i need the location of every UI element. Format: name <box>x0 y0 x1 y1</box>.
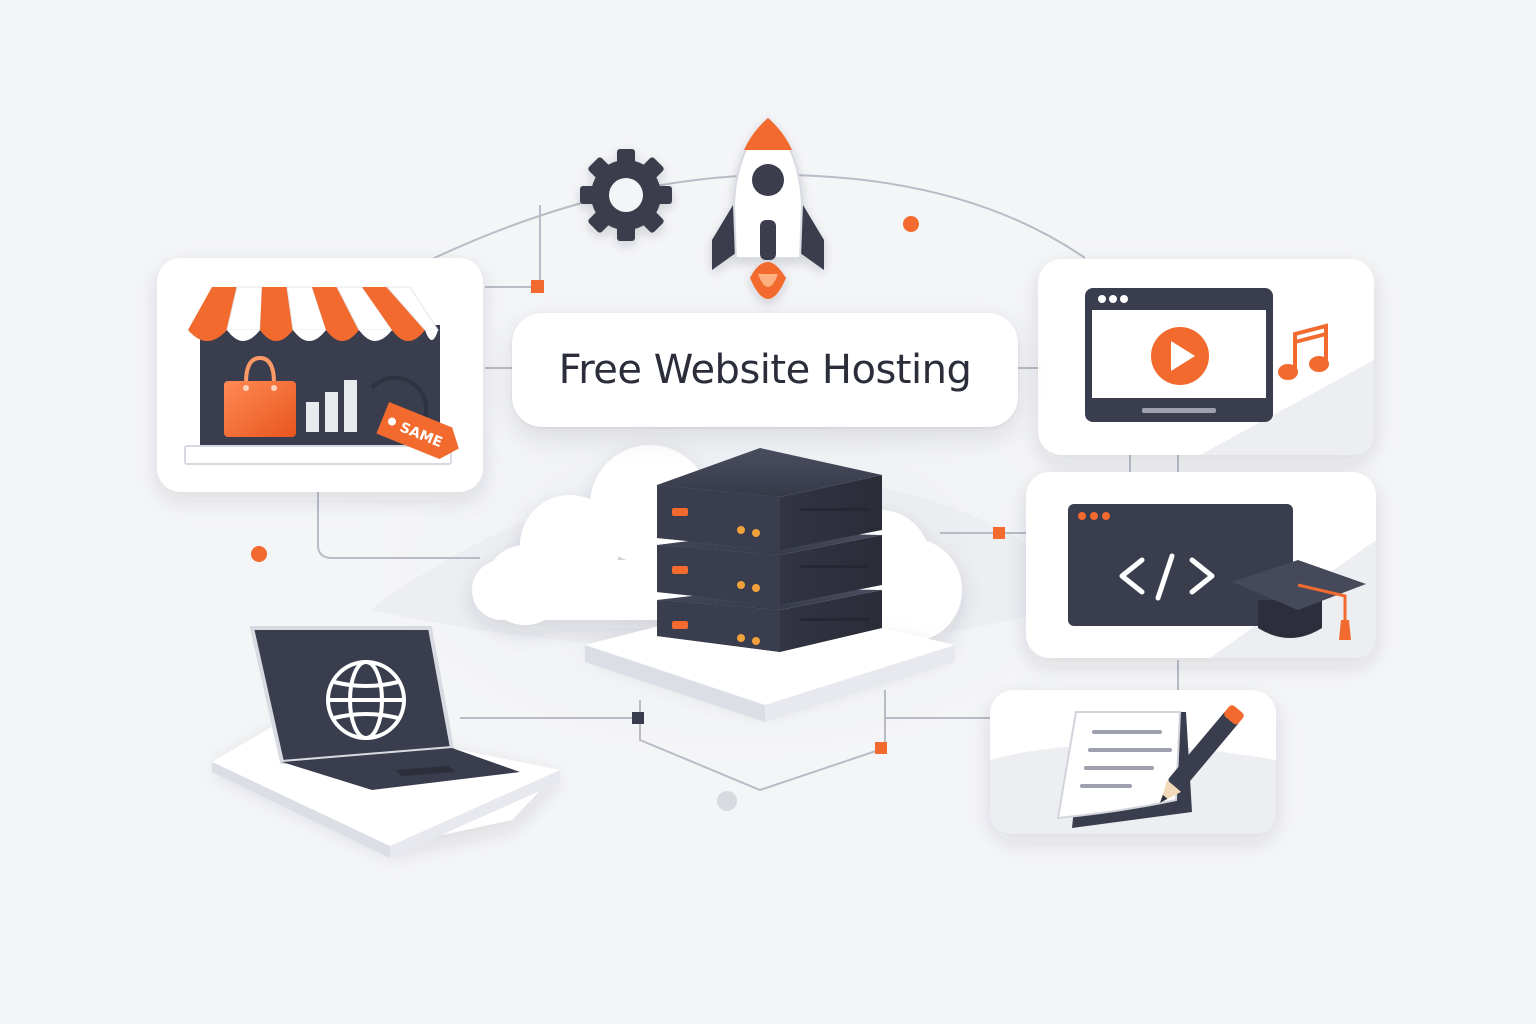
bar-chart-icon <box>306 380 357 432</box>
accent-dot <box>903 216 919 232</box>
rocket-icon <box>712 116 824 299</box>
media-card-shade <box>1200 360 1374 455</box>
shopping-bag-icon <box>224 355 296 437</box>
page-title: Free Website Hosting <box>558 347 972 393</box>
gear-icon <box>580 149 672 241</box>
connector-node <box>875 742 887 754</box>
play-icon <box>1151 327 1209 385</box>
connector-node <box>531 280 544 293</box>
document-icon <box>1056 711 1192 828</box>
accent-dot <box>717 791 737 811</box>
code-icon <box>1119 553 1215 601</box>
pencil-icon <box>1160 705 1244 803</box>
title-banner: Free Website Hosting <box>512 313 1018 427</box>
accent-dot <box>251 546 267 562</box>
globe-icon <box>326 660 406 740</box>
price-tag-icon: SAME <box>376 402 459 460</box>
connector-node <box>632 712 644 724</box>
connector-node <box>993 527 1005 539</box>
code-editor-icon <box>1068 504 1293 626</box>
graduation-cap-icon <box>1232 560 1366 640</box>
music-note-icon <box>1278 323 1329 380</box>
server-stack-icon <box>657 448 882 652</box>
